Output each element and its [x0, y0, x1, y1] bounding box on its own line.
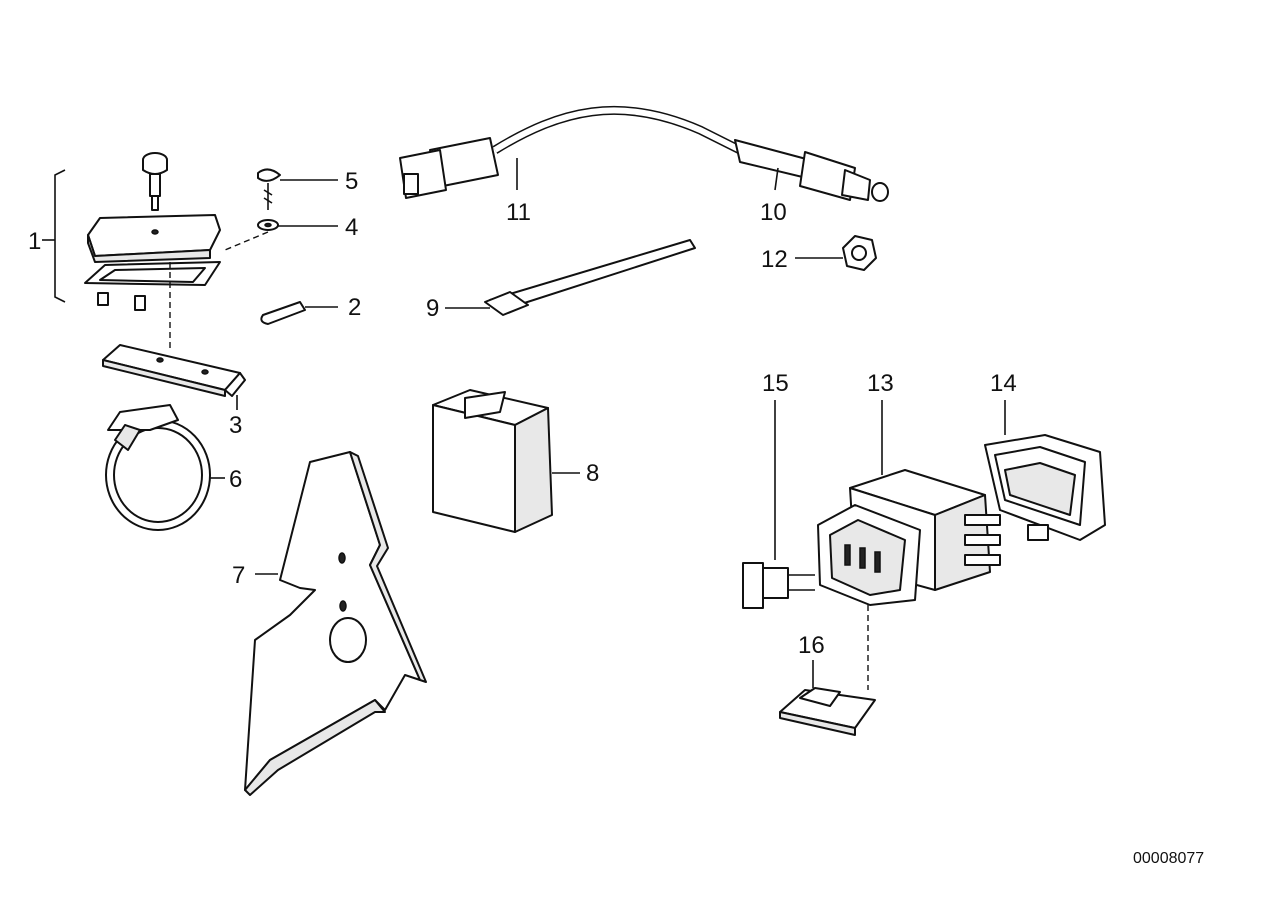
part-4-washer — [224, 219, 338, 251]
part-8-relay-box — [432, 389, 580, 533]
label-part-13: 13 — [867, 370, 894, 397]
part-9-cable-tie — [445, 239, 696, 316]
label-part-11: 11 — [506, 199, 531, 226]
label-part-15: 15 — [762, 370, 789, 397]
label-part-4: 4 — [345, 214, 358, 241]
label-part-1: 1 — [28, 228, 41, 255]
label-part-12: 12 — [761, 246, 788, 273]
part-1-assembly — [42, 152, 221, 350]
part-3-bracket — [102, 344, 246, 410]
label-part-2: 2 — [348, 294, 361, 321]
part-1-bracket — [54, 169, 66, 303]
label-part-9: 9 — [426, 295, 439, 322]
part-5-screw — [257, 168, 338, 210]
label-part-10: 10 — [760, 199, 787, 226]
part-12-nut — [795, 235, 877, 271]
part-16-clip — [779, 660, 876, 736]
label-part-16: 16 — [798, 632, 825, 659]
part-7-shield-plate — [244, 451, 427, 796]
label-part-5: 5 — [345, 168, 358, 195]
label-part-3: 3 — [229, 412, 242, 439]
part-13-connector-housing — [817, 400, 1001, 690]
part-15-fuse — [742, 400, 815, 609]
label-part-8: 8 — [586, 460, 599, 487]
label-part-6: 6 — [229, 466, 242, 493]
part-14-cover — [984, 400, 1106, 541]
label-part-7: 7 — [232, 562, 245, 589]
diagram-reference-number: 00008077 — [1133, 850, 1204, 867]
part-2-pin — [260, 301, 338, 325]
part-10-11-sensor-cable — [399, 105, 889, 202]
part-6-hose-clamp — [105, 404, 225, 531]
label-part-14: 14 — [990, 370, 1017, 397]
